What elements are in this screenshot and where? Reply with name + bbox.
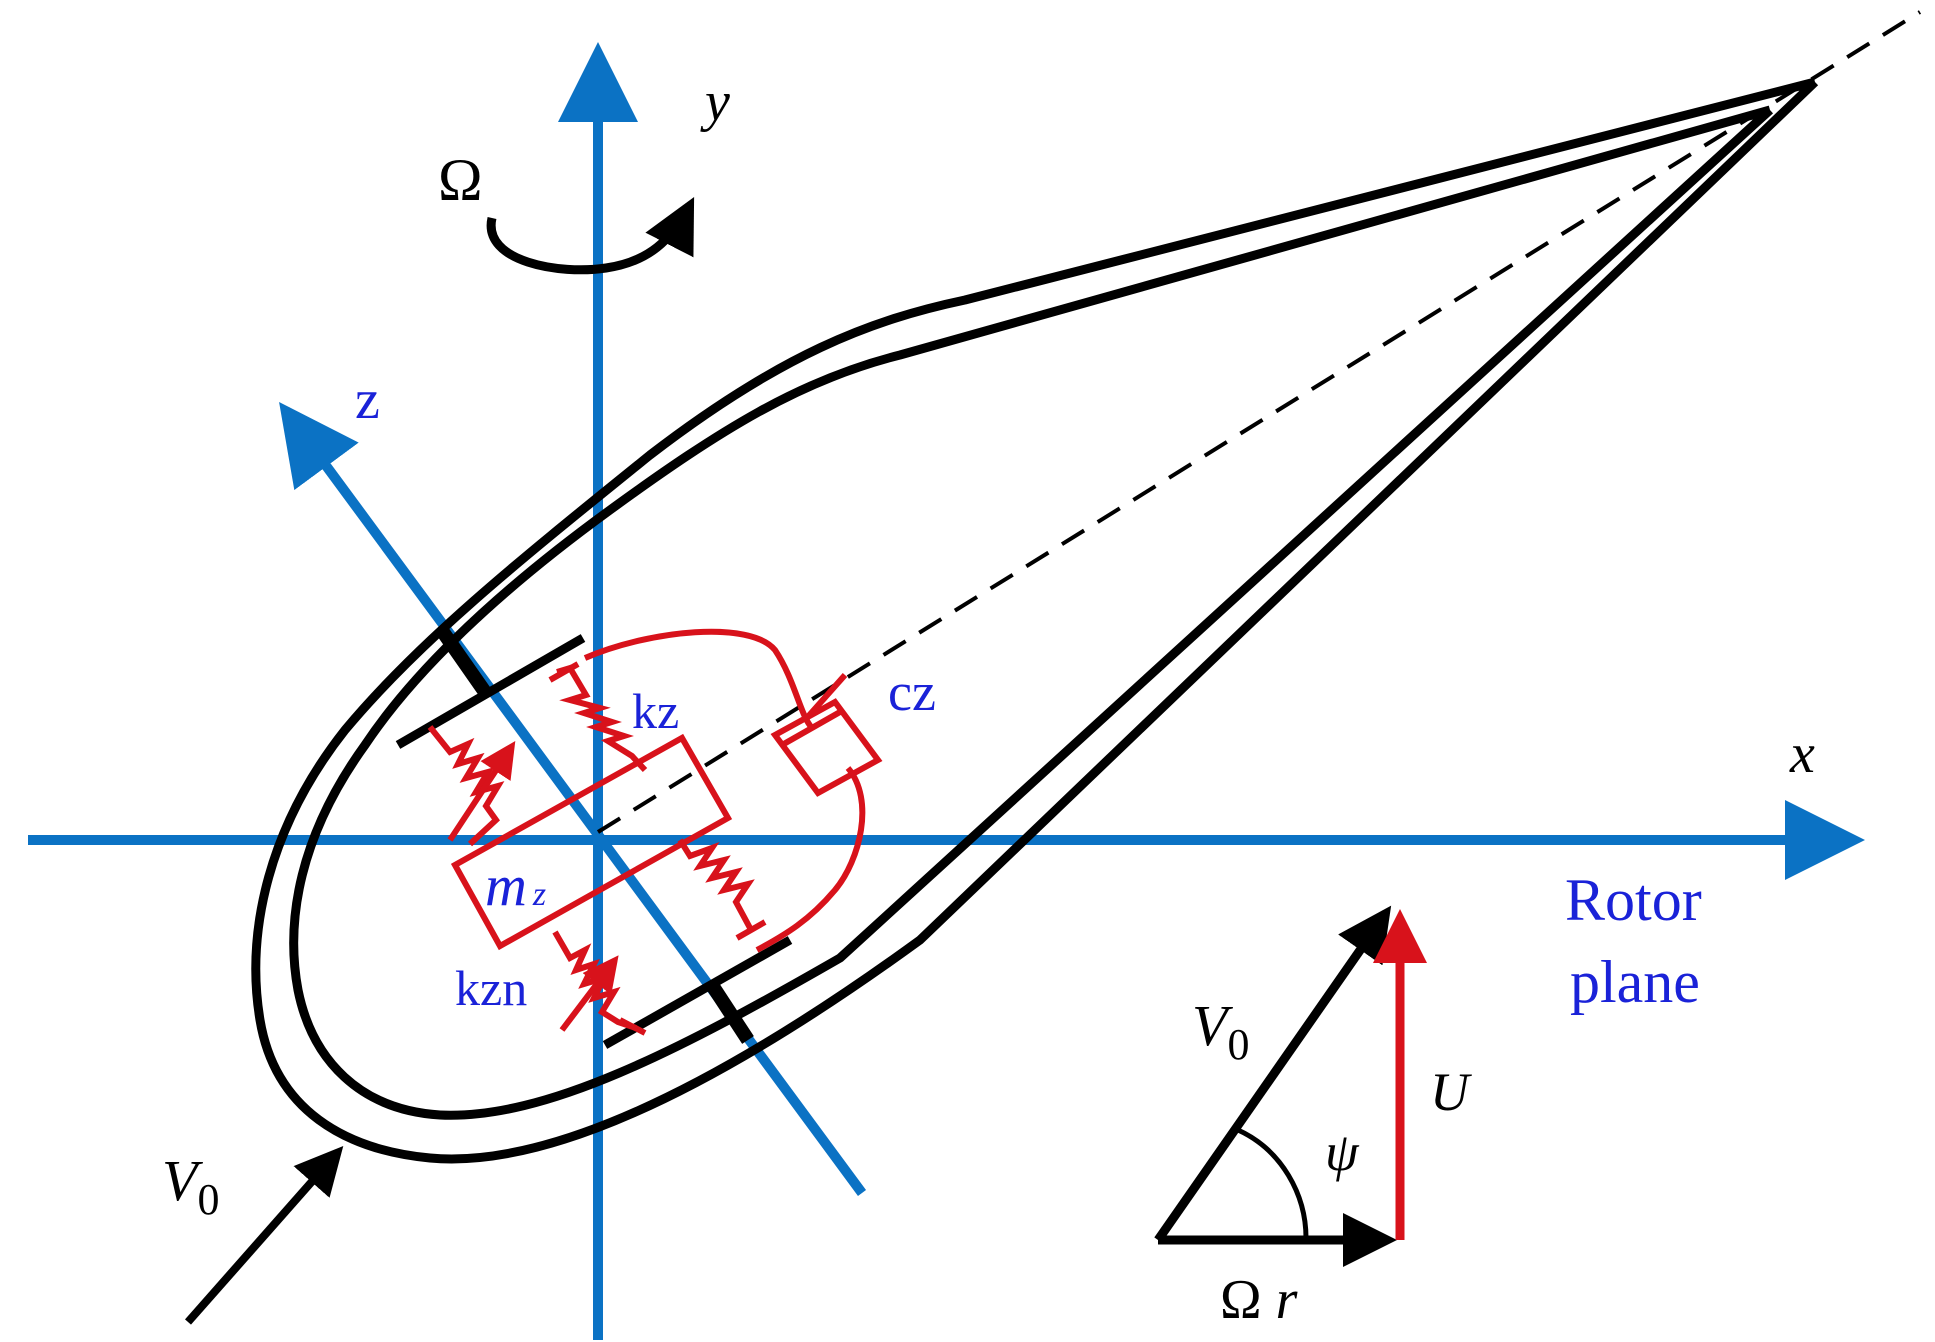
spring-knl-upper-arrow	[447, 740, 516, 842]
kz-label: kz	[632, 683, 679, 739]
x-axis-label: x	[1789, 723, 1815, 785]
u-label: U	[1430, 1062, 1472, 1122]
spring-lower-cap	[735, 919, 767, 941]
rotation-arrow-icon	[486, 196, 695, 275]
mass-block	[450, 733, 733, 951]
chord-line	[596, 10, 1922, 834]
damper-cylinder	[770, 698, 883, 797]
v0-blade-label: V0	[162, 1148, 219, 1224]
spar-web-lower	[706, 981, 754, 1044]
psi-label: ψ	[1325, 1122, 1360, 1182]
damper-rod	[802, 673, 848, 722]
rotor-plane-label-2: plane	[1570, 949, 1700, 1015]
spring-lower	[677, 838, 755, 930]
airfoil-outer	[251, 77, 1819, 1164]
v0-vector	[1154, 905, 1392, 1243]
y-axis-label: y	[700, 71, 730, 133]
inflow-arrow	[185, 1146, 344, 1325]
kzn-label: kzn	[455, 960, 527, 1016]
airfoil-outline	[251, 77, 1819, 1164]
omega-label: Ω	[438, 147, 483, 213]
spar-web-upper	[437, 627, 493, 700]
airfoil-inner	[289, 105, 1774, 1120]
damper-return	[755, 766, 866, 953]
cz-label: cz	[888, 662, 936, 722]
mass-spring-damper	[427, 628, 883, 1036]
spring-knl-upper	[427, 725, 505, 847]
v0-triangle-label: V0	[1192, 993, 1249, 1069]
rotor-plane-label-1: Rotor	[1565, 867, 1702, 933]
spring-kz-cap	[548, 661, 580, 683]
spring-kzn-cap	[618, 1017, 647, 1036]
z-axis-label: z	[355, 369, 380, 431]
velocity-triangle	[1154, 905, 1427, 1267]
psi-angle-arc	[1236, 1127, 1309, 1239]
damper-connector	[583, 628, 815, 731]
spring-kz	[556, 664, 648, 773]
axes	[28, 42, 1865, 1340]
damper-piston	[780, 709, 842, 748]
spring-kzn-arrow	[559, 955, 619, 1032]
